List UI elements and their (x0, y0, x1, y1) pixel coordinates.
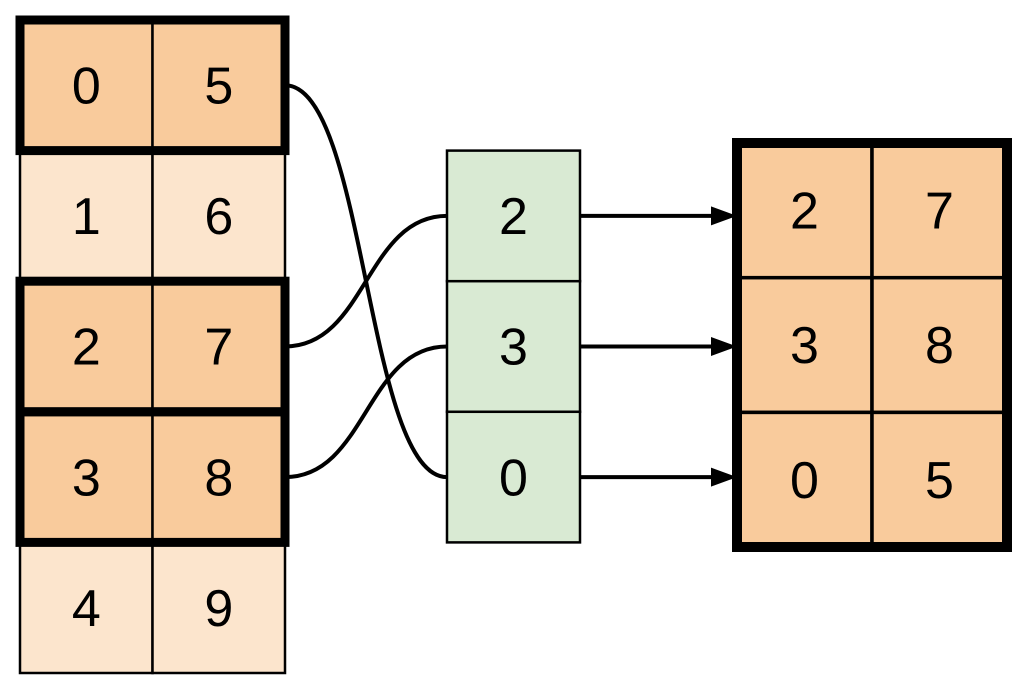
source-cell-value: 3 (72, 449, 101, 507)
curve-source-row3-to-index-cell1 (284, 344, 448, 480)
index-cell-value: 2 (499, 188, 528, 246)
arrowhead-icon (711, 337, 737, 356)
result-cell-r1c0 (735, 275, 874, 415)
arrowhead-icon (711, 206, 737, 226)
source-cell-value: 4 (72, 580, 101, 638)
result-cell-r0c1 (870, 141, 1009, 280)
result-table: 2 7 3 8 0 5 (732, 138, 1012, 552)
index-cell-0 (445, 149, 582, 283)
source-cell-r0c1 (151, 18, 287, 152)
source-cell-r4c1 (151, 541, 287, 675)
result-cell-value: 5 (925, 452, 954, 510)
result-cell-value: 7 (925, 183, 954, 241)
source-cell-r4c0 (18, 541, 154, 675)
curve-source-row2-to-index-cell0 (284, 213, 448, 349)
result-cell-r2c1 (870, 410, 1009, 549)
result-cell-value: 3 (790, 317, 819, 375)
index-cell-2 (445, 410, 582, 544)
result-cell-value: 0 (790, 452, 819, 510)
connector-curves (284, 83, 448, 480)
source-cell-value: 2 (72, 319, 101, 377)
source-table: 0 5 1 6 2 7 3 8 4 9 (15, 15, 290, 675)
index-cell-value: 0 (499, 449, 528, 507)
source-cell-r2c1 (151, 279, 287, 414)
selected-row-outline-0 (15, 15, 290, 156)
source-cell-value: 1 (72, 188, 101, 246)
source-cell-value: 5 (204, 58, 233, 116)
selected-row-outline-3 (15, 407, 290, 547)
source-cell-value: 9 (204, 580, 233, 638)
arrowhead-icon (711, 467, 737, 487)
source-cell-value: 0 (72, 58, 101, 116)
source-cell-value: 7 (204, 319, 233, 377)
result-cell-r1c1 (870, 275, 1009, 415)
source-cell-value: 6 (204, 188, 233, 246)
index-to-result-arrows (580, 206, 737, 487)
result-cell-value: 8 (925, 317, 954, 375)
result-cell-value: 2 (790, 183, 819, 241)
index-cell-value: 3 (499, 319, 528, 377)
result-table-outline (732, 138, 1012, 552)
index-column: 2 3 0 (445, 149, 582, 544)
source-cell-value: 8 (204, 449, 233, 507)
source-cell-r1c1 (151, 149, 287, 283)
